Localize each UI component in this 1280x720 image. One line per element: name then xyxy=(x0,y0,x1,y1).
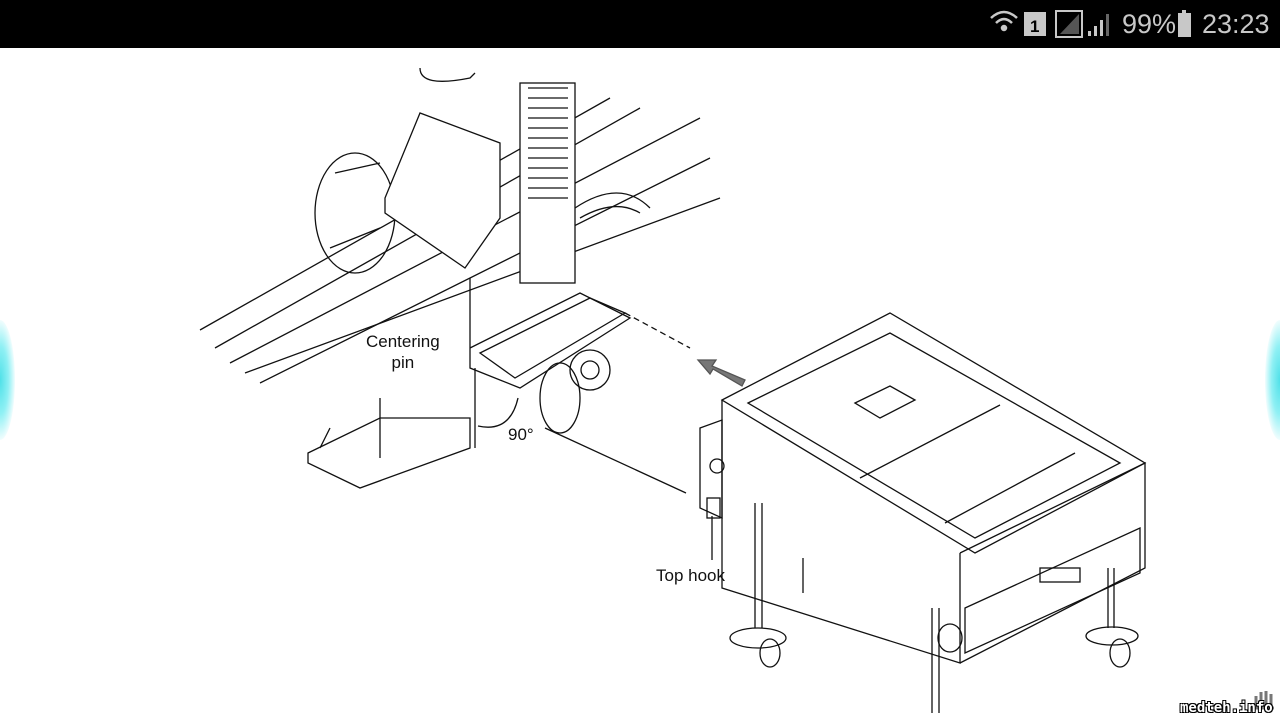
base xyxy=(307,398,471,489)
signal-icon xyxy=(1088,14,1109,36)
watermark: medteh.info xyxy=(1180,700,1273,716)
label-angle: 90° xyxy=(508,425,534,444)
right-edge-glow xyxy=(1265,320,1280,440)
installation-diagram xyxy=(199,67,1147,713)
drum xyxy=(314,152,396,274)
label-top-hook: Top hook xyxy=(656,566,725,585)
angle-marks xyxy=(474,368,519,448)
carriage xyxy=(384,67,651,389)
direction-arrow xyxy=(696,359,746,387)
battery-percent: 99% xyxy=(1122,8,1177,39)
top-hook-leader xyxy=(544,427,687,494)
casters xyxy=(729,623,1139,668)
clock: 23:23 xyxy=(1202,8,1270,39)
status-bar: 1 99% 23:23 xyxy=(0,0,1280,48)
svg-text:1: 1 xyxy=(1030,17,1039,36)
label-centering-pin-line1: Centering xyxy=(366,332,440,351)
wifi-data-icon xyxy=(990,10,1018,32)
dashed-guide xyxy=(624,312,691,349)
no-signal-sim-icon xyxy=(1055,10,1083,38)
image-viewer[interactable]: Centering pin 90° Top hook xyxy=(0,48,1280,720)
label-centering-pin-line2: pin xyxy=(391,353,415,372)
label-centering-pin: Centering pin xyxy=(366,331,440,373)
hand-icon xyxy=(1254,691,1274,710)
cart xyxy=(699,312,1147,664)
cart-legs xyxy=(754,503,1115,713)
sim1-icon: 1 xyxy=(1024,12,1046,36)
status-icons: 1 xyxy=(990,10,1109,38)
gear xyxy=(539,349,611,434)
left-edge-glow xyxy=(0,320,15,440)
battery-icon xyxy=(1178,10,1191,37)
